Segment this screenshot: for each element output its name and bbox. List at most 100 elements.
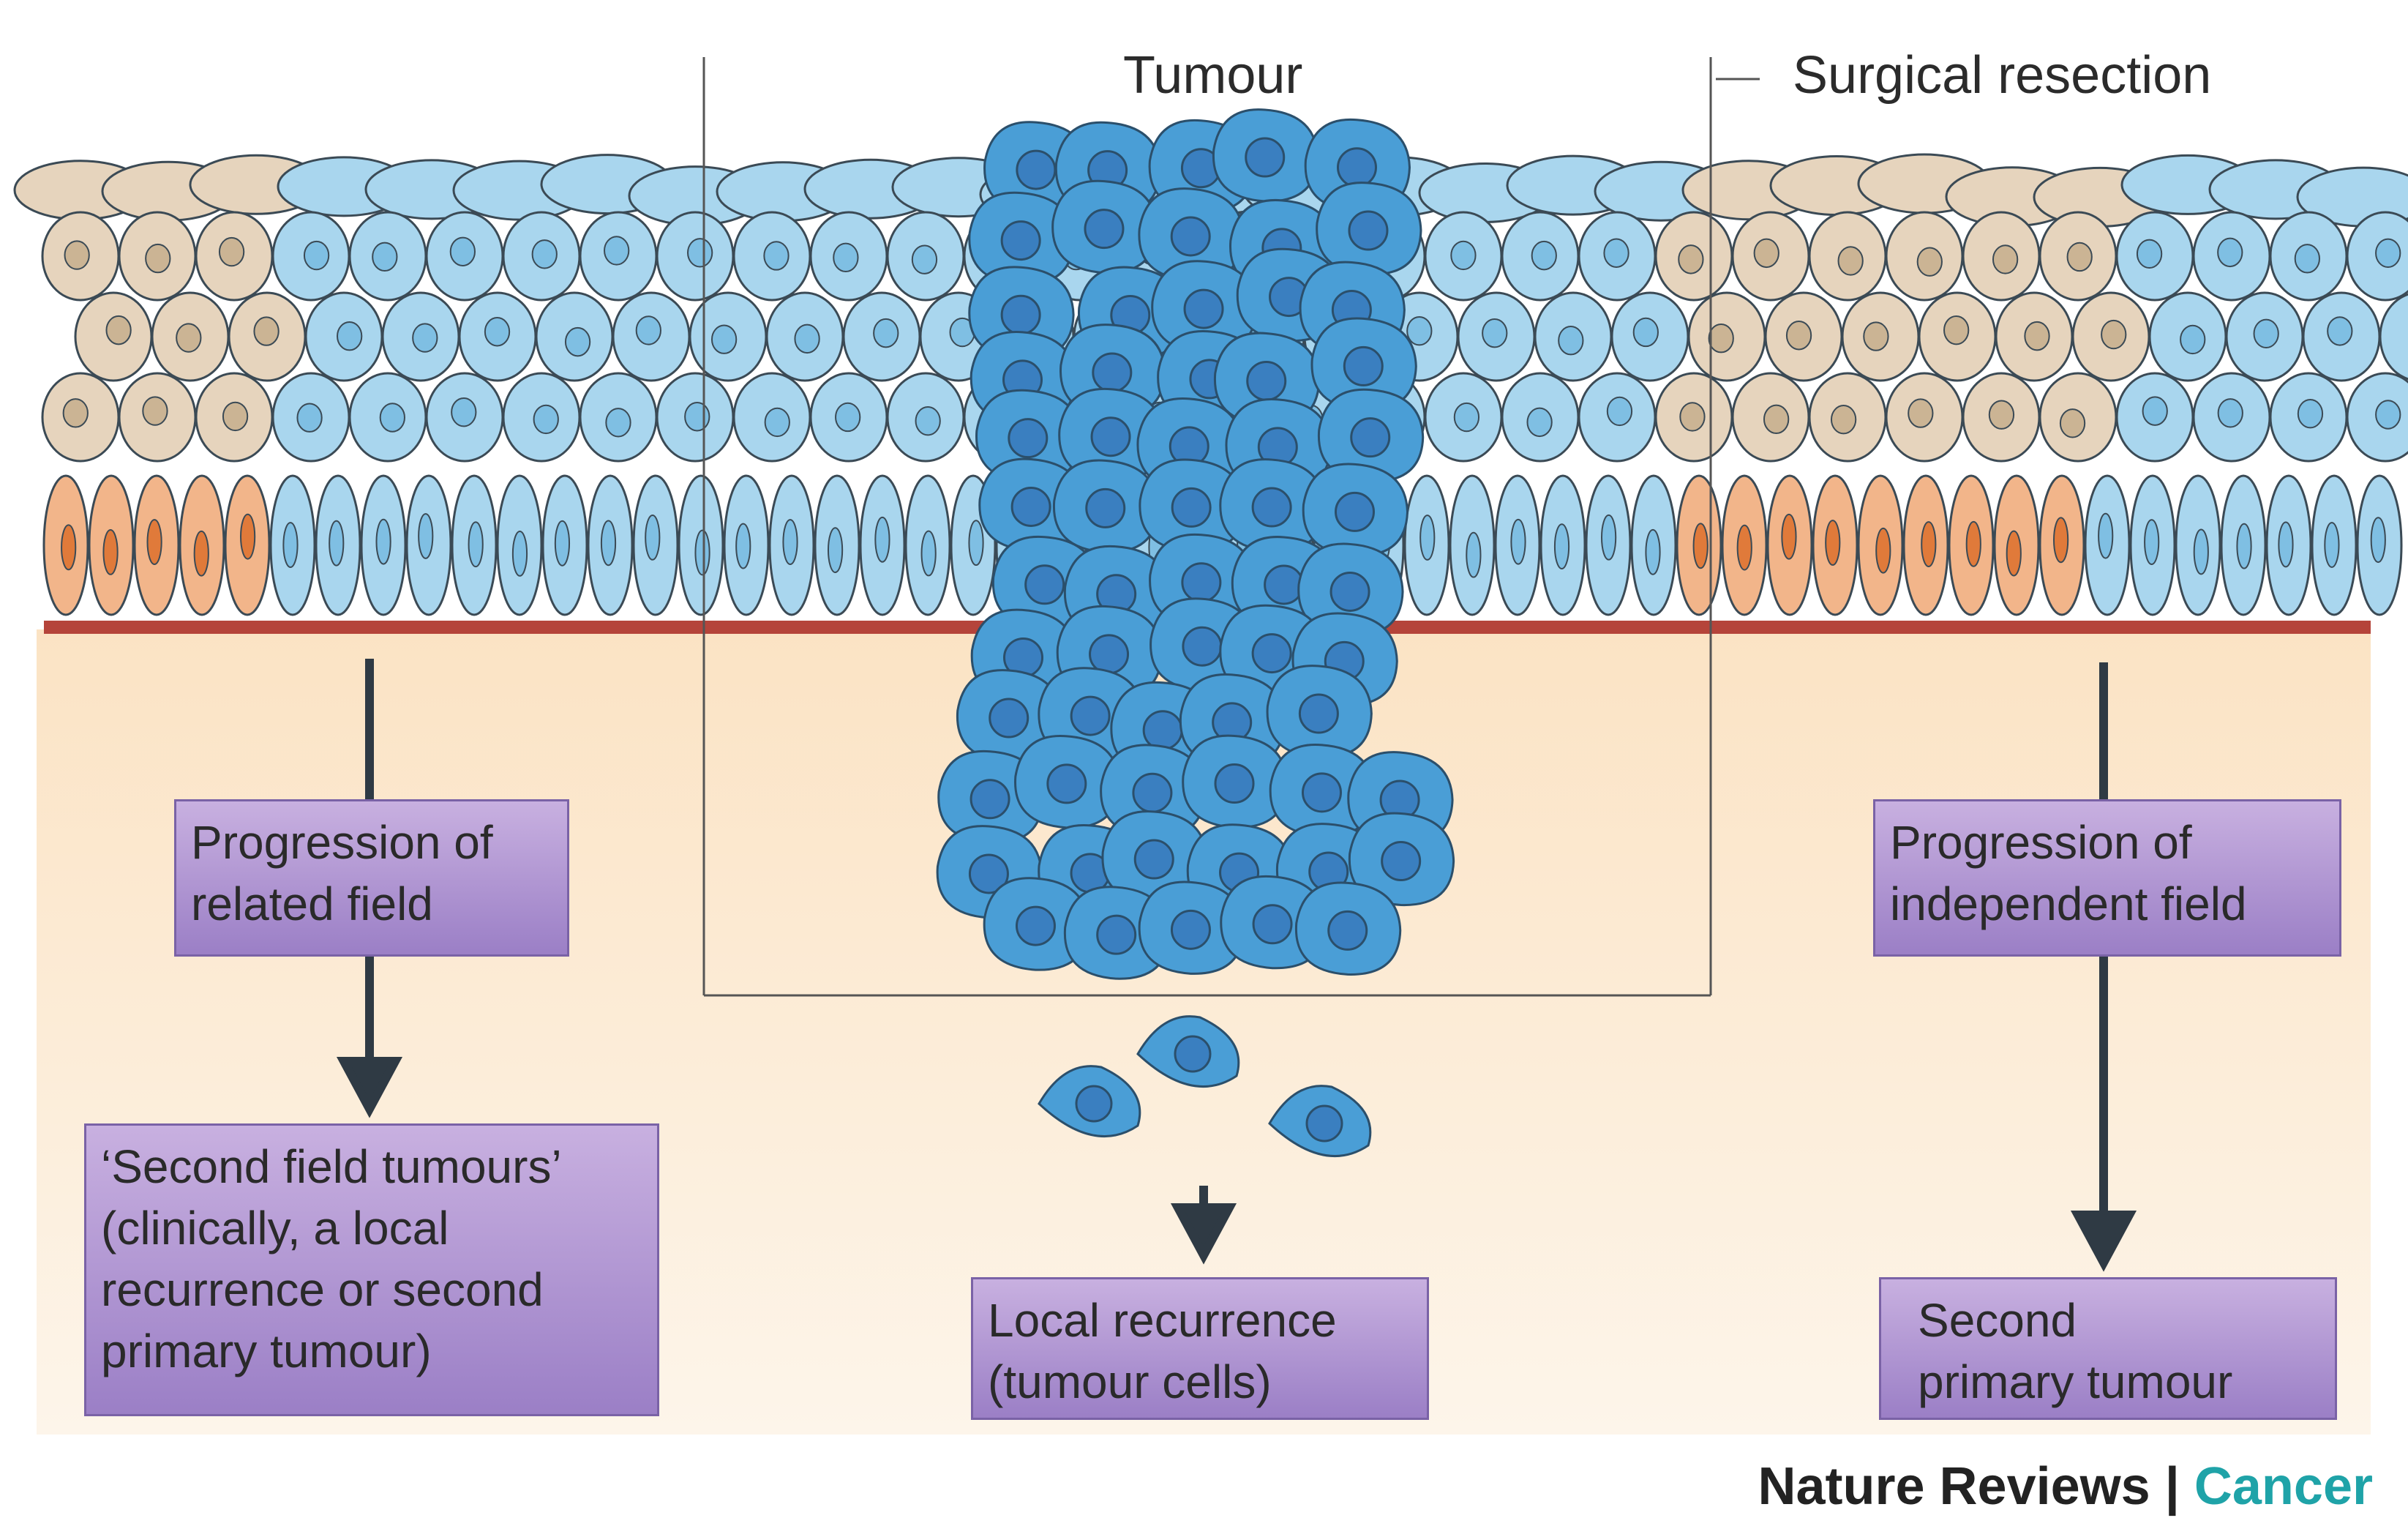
epithelial-cell [886, 372, 965, 463]
tumour-cell [1317, 388, 1425, 483]
detached-cell [1136, 1015, 1240, 1088]
journal-name: Nature Reviews [1758, 1457, 2150, 1516]
basal-cell [814, 474, 860, 616]
detached-tumour-cells [1038, 1015, 1372, 1157]
journal-credit: Nature Reviews | Cancer [1758, 1456, 2373, 1517]
epithelial-cell [1534, 291, 1613, 382]
basal-cell [541, 474, 588, 616]
basal-cell [269, 474, 316, 616]
basal-cell [496, 474, 543, 616]
epithelial-cell [1578, 211, 1657, 302]
epithelial-cell [381, 291, 460, 382]
basal-cell [1993, 474, 2040, 616]
basal-cell [451, 474, 498, 616]
epithelial-cell [1424, 211, 1503, 302]
tumour-cell [1101, 810, 1208, 905]
tumour-cell [1294, 881, 1402, 976]
basal-cell [405, 474, 452, 616]
epithelial-cell [2115, 372, 2194, 463]
basal-cell [768, 474, 815, 616]
box-second-field-tumours: ‘Second field tumours’(clinically, a loc… [84, 1123, 659, 1416]
epithelial-cell [2269, 372, 2348, 463]
basal-cell [723, 474, 770, 616]
epithelial-cell [1962, 211, 2041, 302]
basal-cell [1766, 474, 1813, 616]
tumour-cell [1266, 665, 1373, 759]
basal-cell [678, 474, 724, 616]
epithelial-cell [2148, 291, 2227, 382]
epithelial-cell [886, 211, 965, 302]
epithelial-cell [2192, 211, 2271, 302]
epithelial-cell [1885, 372, 1964, 463]
epithelial-cell [118, 211, 197, 302]
epithelial-cell [41, 211, 120, 302]
basal-cell [179, 474, 225, 616]
epithelial-cell [1808, 211, 1887, 302]
epithelial-cell [732, 372, 811, 463]
basal-cell [2220, 474, 2267, 616]
basal-cell [859, 474, 906, 616]
epithelial-cell [425, 372, 504, 463]
basal-cell [224, 474, 271, 616]
basal-cell [1721, 474, 1768, 616]
surgical-resection-label: Surgical resection [1793, 46, 2212, 105]
epithelial-cell [118, 372, 197, 463]
epithelial-cell [425, 211, 504, 302]
detached-cell [1038, 1065, 1141, 1137]
basal-cell [2356, 474, 2403, 616]
epithelial-cell [502, 372, 581, 463]
tumour-mass [936, 108, 1455, 980]
epithelial-cell [1918, 291, 1997, 382]
tumour-cell [1051, 179, 1158, 274]
epithelial-cell [1764, 291, 1843, 382]
epithelial-cell [2071, 291, 2150, 382]
epithelial-cell [1841, 291, 1920, 382]
epithelial-cell [74, 291, 153, 382]
tumour-cell [1297, 542, 1404, 637]
epithelial-cell [195, 211, 274, 302]
detached-cell [1268, 1085, 1372, 1157]
tumour-cell [1138, 187, 1245, 282]
epithelial-cell [656, 211, 735, 302]
basal-cell [360, 474, 407, 616]
epithelial-cell [2192, 372, 2271, 463]
credit-separator: | [2150, 1457, 2194, 1516]
epithelial-cell [458, 291, 537, 382]
epithelial-cell [2379, 293, 2408, 381]
epithelial-cell [1731, 211, 1810, 302]
epithelial-cell [1962, 372, 2041, 463]
epithelial-cell [1501, 211, 1580, 302]
epithelial-cell [2269, 211, 2348, 302]
epithelial-cell [689, 291, 768, 382]
tumour-cell [968, 191, 1075, 286]
epithelial-cell [535, 291, 614, 382]
epithelial-cell [2115, 211, 2194, 302]
epithelial-cell [842, 291, 921, 382]
epithelial-cell [1885, 211, 1964, 302]
epithelial-cell [2038, 211, 2118, 302]
epithelial-cell [2346, 211, 2408, 302]
epithelial-cell [765, 291, 844, 382]
epithelial-cell [1731, 372, 1810, 463]
basal-cell [1494, 474, 1541, 616]
basal-cell [2084, 474, 2131, 616]
tumour-cell [1212, 108, 1319, 203]
tumour-label: Tumour [1123, 46, 1303, 105]
basal-cell [2311, 474, 2358, 616]
basal-cell [632, 474, 679, 616]
basal-cell [88, 474, 135, 616]
epithelial-cell [2038, 372, 2118, 463]
epithelial-cell [41, 372, 120, 463]
journal-section: Cancer [2194, 1457, 2373, 1516]
box-local-recurrence: Local recurrence(tumour cells) [971, 1277, 1429, 1420]
tumour-cell [1316, 182, 1422, 276]
epithelial-cell [579, 372, 658, 463]
epithelial-cell [1654, 211, 1733, 302]
epithelial-cell [612, 291, 691, 382]
epithelial-cell [151, 291, 230, 382]
basal-cell [587, 474, 634, 616]
tumour-cell [1269, 743, 1376, 838]
